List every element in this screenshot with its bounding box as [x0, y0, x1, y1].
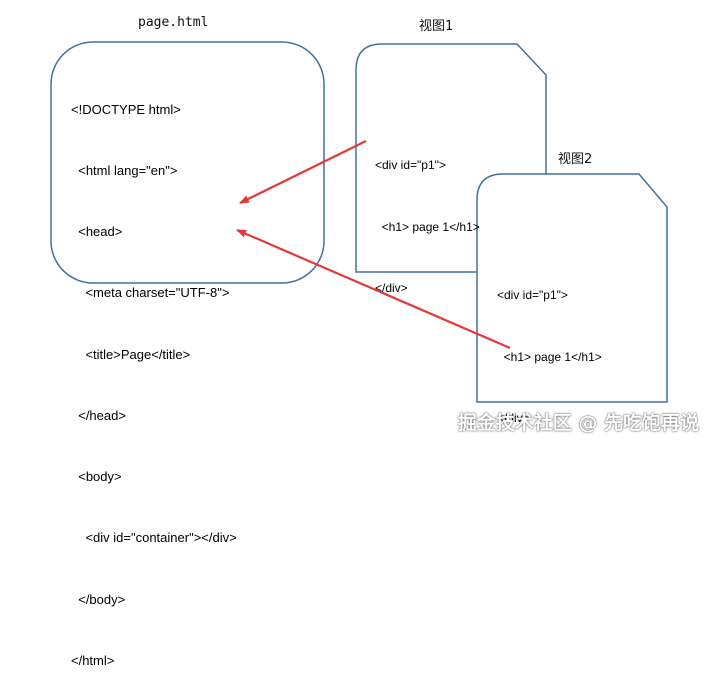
- code-line: <div id="p1">: [375, 158, 446, 172]
- code-line: <h1> page 1</h1>: [375, 219, 480, 234]
- view2-code: <div id="p1"> <h1> page 1</h1> </div>: [497, 244, 602, 449]
- page-html-title: page.html: [138, 15, 209, 30]
- code-line: </head>: [71, 407, 126, 423]
- code-line: </div>: [497, 411, 530, 425]
- code-line: </html>: [71, 652, 115, 668]
- code-line: <div id="p1">: [497, 288, 568, 302]
- code-line: <meta charset="UTF-8">: [71, 285, 230, 301]
- code-line: <body>: [71, 469, 122, 485]
- arrow-view2-to-container: [236, 228, 511, 350]
- view1-code: <div id="p1"> <h1> page 1</h1> </div>: [375, 114, 480, 319]
- code-line: <div id="container"></div>: [71, 530, 237, 546]
- arrow-view1-to-container: [239, 140, 367, 204]
- view2-title: 视图2: [558, 152, 593, 167]
- view1-title: 视图1: [419, 19, 454, 34]
- code-line: <head>: [71, 224, 123, 240]
- code-line: <h1> page 1</h1>: [497, 349, 602, 364]
- code-line: </body>: [71, 591, 126, 607]
- code-line: <title>Page</title>: [71, 346, 191, 362]
- diagram-canvas: [50, 41, 668, 403]
- code-line: </div>: [375, 281, 408, 295]
- page-html-code: <!DOCTYPE html> <html lang="en"> <head> …: [71, 59, 237, 692]
- code-line: <!DOCTYPE html>: [71, 101, 181, 117]
- watermark: 掘金技术社区 @ 先吃饱再说: [457, 412, 699, 434]
- view2-box: [476, 173, 668, 403]
- code-line: <html lang="en">: [71, 163, 178, 179]
